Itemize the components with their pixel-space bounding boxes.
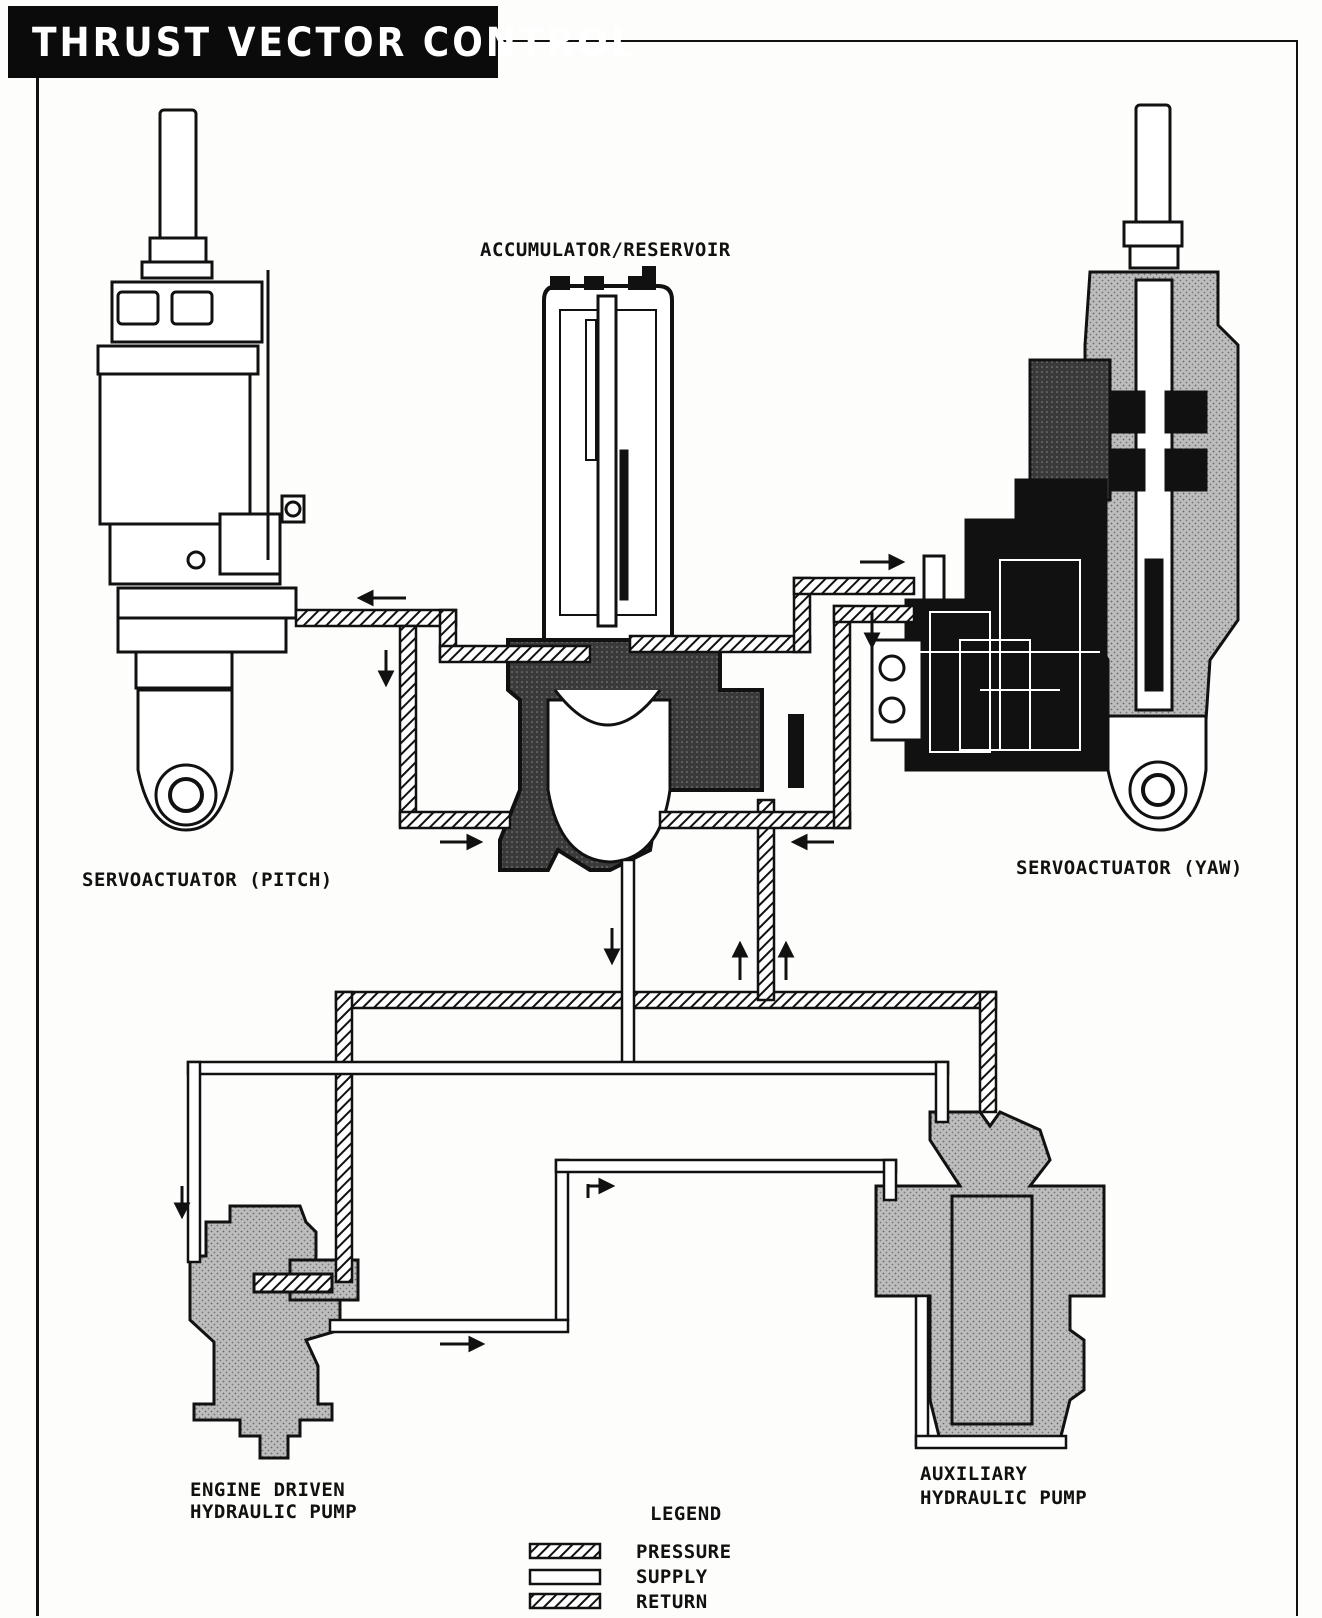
legend-label-pressure: PRESSURE xyxy=(636,1541,732,1563)
legend-label-supply: SUPPLY xyxy=(636,1566,708,1588)
legend-title: LEGEND xyxy=(650,1503,722,1525)
servoactuator-yaw xyxy=(870,103,1240,832)
title-banner: THRUST VECTOR CONTROL xyxy=(8,6,634,78)
servoactuator-pitch-label: SERVOACTUATOR (PITCH) xyxy=(82,869,333,891)
servoactuator-pitch xyxy=(96,108,306,832)
engine-driven-hydraulic-pump xyxy=(188,1204,360,1460)
aux-pump-label-line2: HYDRAULIC PUMP xyxy=(920,1487,1088,1509)
return-lines xyxy=(398,604,916,830)
engine-pump-label-line1: ENGINE DRIVEN xyxy=(190,1479,346,1501)
page-title: THRUST VECTOR CONTROL xyxy=(32,20,637,66)
servoactuator-yaw-label: SERVOACTUATOR (YAW) xyxy=(1016,857,1243,879)
accumulator-reservoir xyxy=(498,266,804,872)
diagram-frame xyxy=(36,40,1298,1616)
legend-swatches xyxy=(528,1542,602,1610)
flow-arrows xyxy=(173,553,906,1353)
legend-swatch-pressure xyxy=(528,1542,602,1560)
supply-lines xyxy=(186,858,1068,1450)
legend-swatch-return xyxy=(528,1592,602,1610)
legend-label-return: RETURN xyxy=(636,1591,708,1613)
accumulator-reservoir-label: ACCUMULATOR/RESERVOIR xyxy=(480,239,731,261)
engine-pump-label-line2: HYDRAULIC PUMP xyxy=(190,1501,358,1523)
legend-swatch-supply xyxy=(528,1568,602,1586)
auxiliary-hydraulic-pump xyxy=(874,1110,1106,1442)
aux-pump-label-line1: AUXILIARY xyxy=(920,1463,1028,1485)
